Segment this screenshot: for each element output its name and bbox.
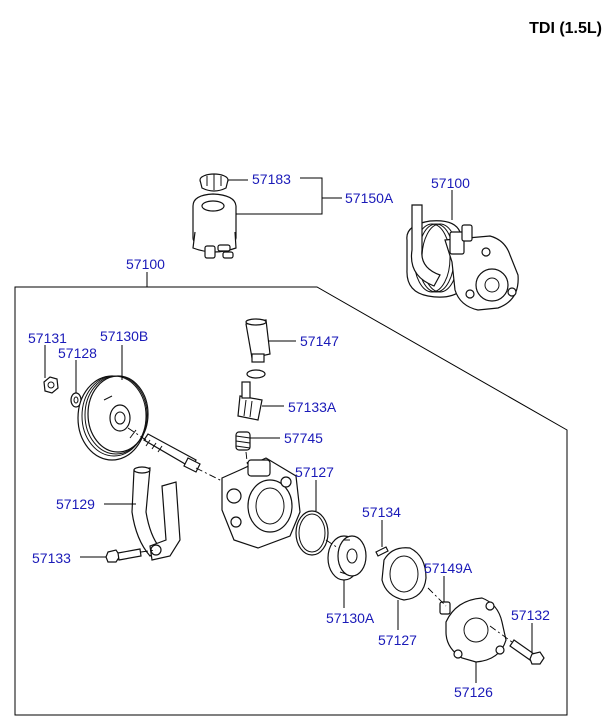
pin-drawing[interactable] (375, 546, 389, 557)
rotor-drawing[interactable] (327, 535, 367, 581)
label-57100-assembly[interactable]: 57100 (126, 256, 165, 272)
label-57126[interactable]: 57126 (454, 684, 493, 700)
valve-drawing[interactable] (245, 318, 271, 363)
gasket-plate-drawing[interactable] (381, 547, 427, 601)
bolt-57133-drawing[interactable] (105, 548, 142, 563)
label-57132[interactable]: 57132 (511, 607, 550, 623)
label-57131[interactable]: 57131 (28, 330, 67, 346)
o-ring-small-drawing[interactable] (246, 369, 266, 379)
bolt-57132-drawing[interactable] (509, 639, 545, 665)
pump-assembly-drawing[interactable] (406, 204, 519, 311)
label-57100-pump[interactable]: 57100 (431, 175, 470, 191)
label-57129[interactable]: 57129 (56, 496, 95, 512)
label-57133[interactable]: 57133 (32, 550, 71, 566)
reservoir-drawing[interactable] (192, 193, 237, 259)
pulley-drawing[interactable] (77, 375, 149, 461)
shaft-drawing[interactable] (143, 433, 201, 473)
bracket-drawing[interactable] (131, 466, 181, 561)
assembly-boundary (14, 286, 568, 716)
pump-body-drawing[interactable] (221, 457, 301, 549)
label-57127-gasket[interactable]: 57127 (378, 632, 417, 648)
diagram-title: TDI (1.5L) (529, 20, 602, 37)
label-57149a[interactable]: 57149A (424, 560, 473, 576)
label-57127-oring[interactable]: 57127 (295, 464, 334, 480)
spool-drawing[interactable] (237, 381, 263, 421)
label-57183[interactable]: 57183 (252, 171, 291, 187)
label-57130b[interactable]: 57130B (100, 328, 148, 344)
label-57133a[interactable]: 57133A (288, 399, 337, 415)
label-57147[interactable]: 57147 (300, 333, 339, 349)
o-ring-large-drawing[interactable] (295, 510, 329, 556)
dowel-drawing[interactable] (439, 601, 451, 615)
cover-drawing[interactable] (445, 597, 507, 663)
spring-drawing[interactable] (235, 431, 251, 451)
label-57150a[interactable]: 57150A (345, 190, 394, 206)
label-57128[interactable]: 57128 (58, 345, 97, 361)
reservoir-cap-drawing[interactable] (199, 173, 229, 192)
label-57130a[interactable]: 57130A (326, 610, 375, 626)
label-57745[interactable]: 57745 (284, 430, 323, 446)
nut-drawing[interactable] (43, 376, 59, 394)
label-57134[interactable]: 57134 (362, 504, 401, 520)
